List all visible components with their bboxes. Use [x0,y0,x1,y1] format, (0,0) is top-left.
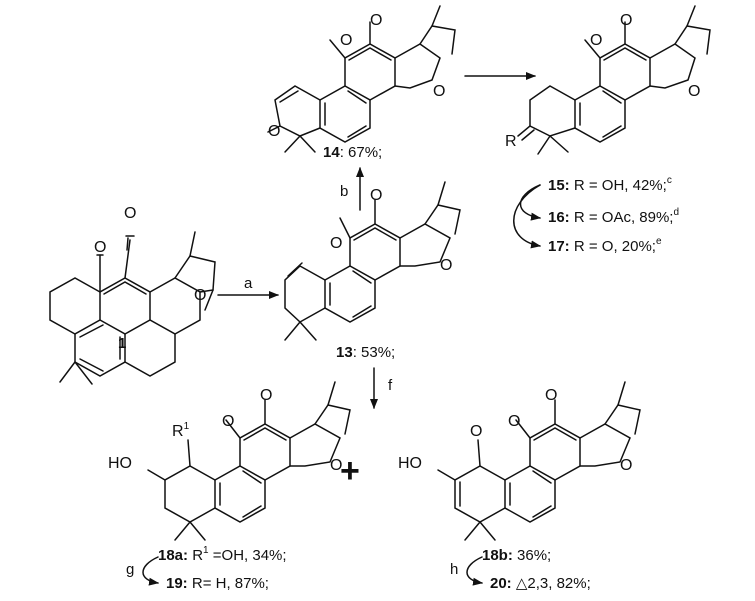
compound-label-14: 14: 67%; [323,144,382,161]
compound-label-19: 19: R= H, 87%; [166,575,269,592]
ketone-oxygen-13b: O [370,187,382,204]
hydroxyl-18a: HO [108,455,132,472]
compound-label-20: 20: △2,3, 82%; [490,575,591,592]
ketone-oxygen-14a: O [340,32,352,49]
step-label-b: b [340,183,348,200]
plus-sign: + [340,452,360,490]
ketone-oxygen-1b: O [124,205,136,222]
r-group-15: R [505,133,517,150]
ketone-oxygen-18a-a: O [222,413,234,430]
structure-compound-15-17 [517,5,711,155]
ketone-oxygen-18b-c: O [545,387,557,404]
ketone-oxygen-18b-a: O [470,423,482,440]
furan-oxygen-15: O [688,83,700,100]
arrow-step-h [466,556,483,586]
structure-compound-18a [147,381,351,541]
hydroxyl-18b: HO [398,455,422,472]
ketone-oxygen-15b: O [620,12,632,29]
structure-compound-14 [267,5,456,153]
compound-label-17: 17: R = O, 20%;e [548,236,662,255]
ketone-oxygen-15a: O [590,32,602,49]
furan-oxygen-18b: O [620,457,632,474]
compound-label-18b: 18b: 36%; [482,547,551,564]
arrow-15-to-16 [519,184,541,221]
furan-oxygen-13: O [440,257,452,274]
structure-compound-1 [49,231,216,385]
ketone-oxygen-14c: O [268,123,280,140]
step-label-f: f [388,377,393,394]
arrow-15-to-17 [513,184,541,249]
ketone-oxygen-14b: O [370,12,382,29]
arrow-step-g [142,556,159,586]
ketone-oxygen-1a: O [94,239,106,256]
furan-oxygen-14: O [433,83,445,100]
step-label-g: g [126,561,134,578]
compound-label-13: 13: 53%; [336,344,395,361]
compound-label-1: 1 [118,335,126,352]
compound-label-16: 16: R = OAc, 89%;d [548,207,679,226]
ketone-oxygen-13a: O [330,235,342,252]
furan-oxygen-18a: O [330,457,342,474]
structure-compound-13 [284,181,461,341]
structure-compound-18b [437,381,641,541]
compound-label-15: 15: R = OH, 42%;c [548,175,672,194]
r1-group-18a: R1 [172,421,190,440]
compound-label-18a: 18a: R1 =OH, 34%; [158,545,287,564]
step-label-a: a [244,275,253,292]
furan-oxygen-1: O [194,287,206,304]
ketone-oxygen-18b-b: O [508,413,520,430]
ketone-oxygen-18a-b: O [260,387,272,404]
step-label-h: h [450,561,458,578]
